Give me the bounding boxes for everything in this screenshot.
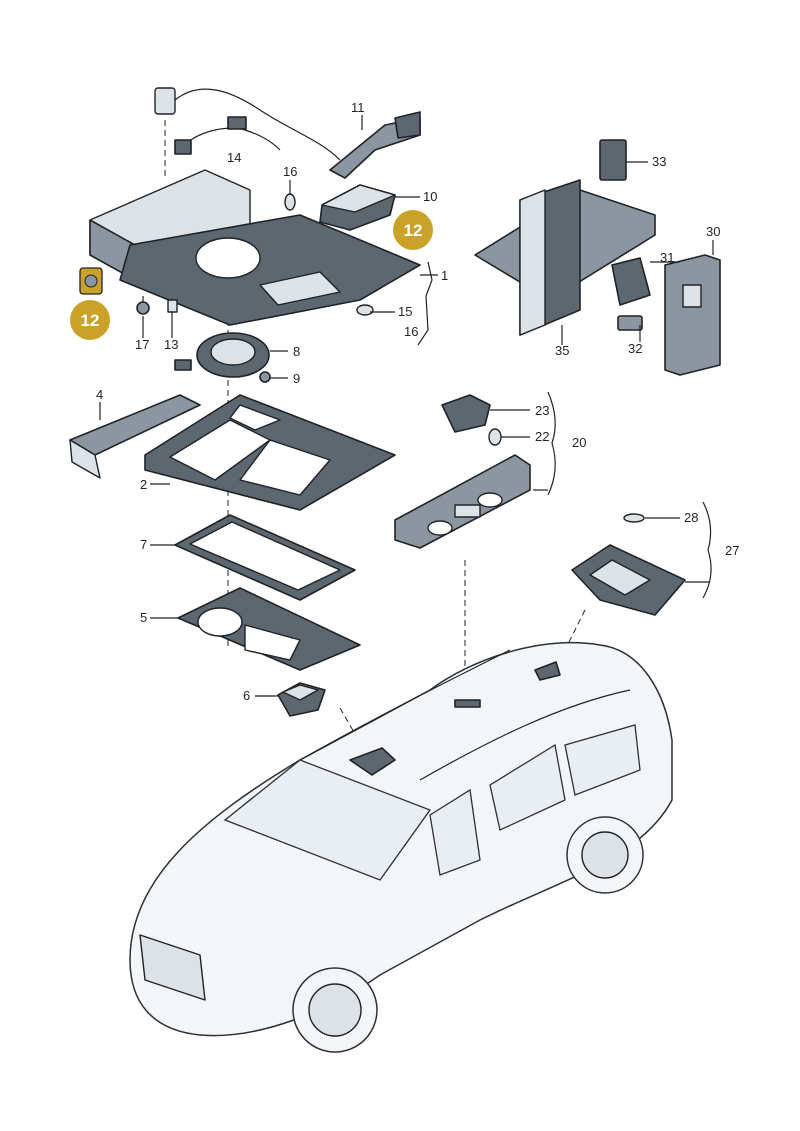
bulb-28: [623, 513, 645, 523]
wire-connector: [227, 116, 247, 130]
screw-9: [259, 371, 271, 383]
bracket-11: [329, 111, 421, 179]
label-10: 10: [423, 189, 437, 204]
label-13: 13: [164, 337, 178, 352]
label-16-top: 16: [283, 164, 297, 179]
connector-plug: [154, 87, 176, 115]
badge-12-left: 12: [81, 311, 100, 330]
ring-8-and-screw-9: [174, 332, 271, 383]
console-switch: [454, 504, 481, 518]
callout-labels: 11 14 16 10 1 15 16 17 13 8 9 4 2 7 5 6 …: [96, 100, 739, 703]
label-8: 8: [293, 344, 300, 359]
trim-strip-4: [69, 394, 201, 479]
badge-circle: [393, 210, 433, 250]
clip-13: [167, 299, 178, 313]
label-20: 20: [572, 435, 586, 450]
console-spot: [454, 699, 481, 708]
rear-lamp-spot: [534, 661, 561, 681]
module-35: [474, 179, 656, 336]
label-32: 32: [628, 341, 642, 356]
rear-lamp-27: [571, 513, 686, 616]
label-28: 28: [684, 510, 698, 525]
clip: [174, 359, 192, 371]
control-unit-30: [664, 254, 721, 376]
highlight-badge: 12: [70, 300, 110, 340]
label-22: 22: [535, 429, 549, 444]
unit-port: [682, 284, 702, 308]
bulb-16: [284, 193, 296, 211]
bulb-15: [356, 304, 374, 316]
label-2: 2: [140, 477, 147, 492]
label-17: 17: [135, 337, 149, 352]
label-4: 4: [96, 387, 103, 402]
wire-connector: [174, 139, 192, 155]
leader-lines: [99, 115, 714, 697]
label-16: 16: [404, 324, 418, 339]
label-5: 5: [140, 610, 147, 625]
switch-33: [599, 139, 627, 181]
label-6: 6: [243, 688, 250, 703]
label-11: 11: [351, 100, 365, 115]
overhead-console-20: [394, 394, 531, 549]
label-35: 35: [555, 343, 569, 358]
label-30: 30: [706, 224, 720, 239]
label-14: 14: [227, 150, 241, 165]
label-23: 23: [535, 403, 549, 418]
reading-lamp-10: [319, 184, 396, 231]
holder-31: [611, 257, 651, 306]
label-15: 15: [398, 304, 412, 319]
bulb-22: [488, 428, 502, 446]
roof-lamp-spot: [349, 747, 396, 776]
badge-12-top: 12: [404, 221, 423, 240]
label-27: 27: [725, 543, 739, 558]
screw-17: [136, 301, 150, 315]
vehicle-outline: [129, 642, 673, 1053]
lamp-6: [277, 682, 326, 717]
label-31: 31: [660, 250, 674, 265]
headliner-frame-2: [144, 394, 396, 511]
highlight-badge: 12: [393, 210, 433, 250]
sensor-32: [617, 315, 643, 331]
label-7: 7: [140, 537, 147, 552]
label-33: 33: [652, 154, 666, 169]
label-1: 1: [441, 268, 448, 283]
roof-module-assembly: [89, 87, 421, 326]
microphone-12: [79, 267, 103, 295]
frame-5: [177, 587, 361, 671]
badge-circle: [70, 300, 110, 340]
label-9: 9: [293, 371, 300, 386]
frame-7: [174, 514, 356, 601]
